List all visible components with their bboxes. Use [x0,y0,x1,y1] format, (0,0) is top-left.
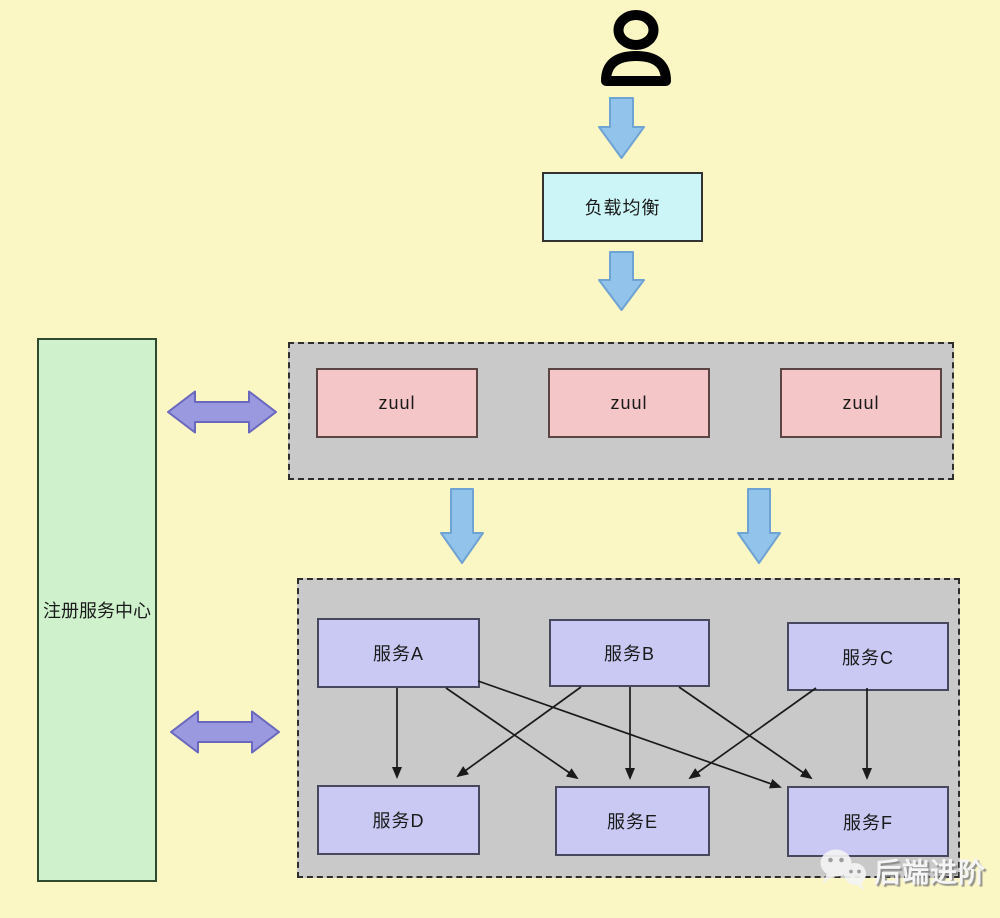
zuul-node-3: zuul [780,368,942,438]
down-arrow-user-to-lb [598,97,645,159]
user-icon [601,10,671,86]
double-arrow-registry-zuul [167,390,277,434]
down-arrow-zuul-to-services-left [440,488,484,564]
service-cluster-container: 服务A 服务B 服务C 服务D 服务E 服务F [297,578,960,878]
registry-box: 注册服务中心 [37,338,157,882]
service-a-label: 服务A [372,644,424,664]
service-f-label: 服务F [843,812,893,833]
zuul-cluster-container: zuul zuul zuul [288,342,954,480]
zuul-node-1-label: zuul [378,392,416,413]
service-a-box: 服务A [317,618,480,688]
down-arrow-lb-to-zuul [598,251,645,311]
double-arrow-registry-services [170,710,280,754]
service-f-box: 服务F [787,786,949,857]
registry-label: 注册服务中心 [43,601,151,621]
service-b-box: 服务B [549,619,710,687]
service-d-box: 服务D [317,785,480,855]
zuul-node-1: zuul [316,368,478,438]
zuul-node-2: zuul [548,368,710,438]
load-balancer-label: 负载均衡 [584,198,661,218]
zuul-node-3-label: zuul [842,392,880,413]
zuul-node-2-label: zuul [610,392,648,413]
service-c-label: 服务C [842,647,894,668]
service-e-label: 服务E [606,812,658,832]
load-balancer-box: 负载均衡 [542,172,703,242]
service-c-box: 服务C [787,622,949,691]
service-d-label: 服务D [372,811,425,831]
service-b-label: 服务B [603,644,655,664]
service-e-box: 服务E [555,786,710,856]
down-arrow-zuul-to-services-right [737,488,781,564]
